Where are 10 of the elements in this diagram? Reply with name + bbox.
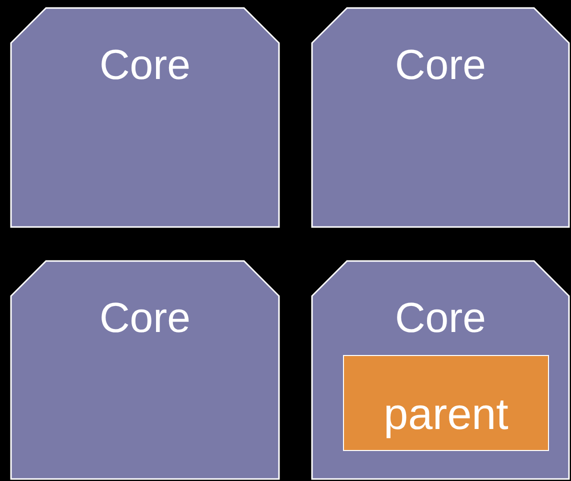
panel-title: Core	[98, 41, 192, 89]
panel-title: Core	[98, 294, 192, 342]
box-label: parent	[382, 390, 510, 440]
panel-title: Core	[394, 294, 488, 342]
core-panel	[10, 7, 280, 228]
core-panel	[10, 260, 280, 480]
parent-box	[343, 355, 549, 451]
core-panel	[311, 260, 570, 480]
panel-title: Core	[394, 41, 488, 89]
core-panel	[311, 7, 570, 228]
